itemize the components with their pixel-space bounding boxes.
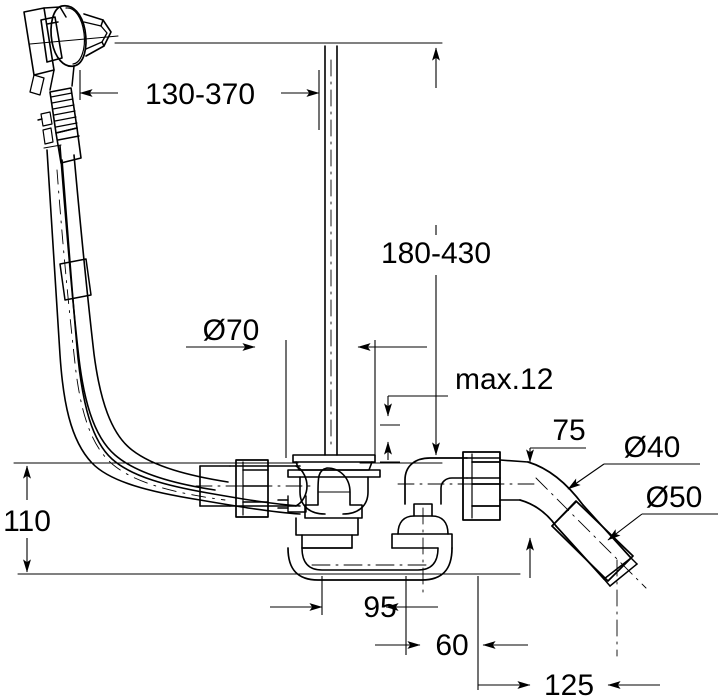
dimension-label-50: Ø50 xyxy=(646,481,703,514)
flexible-bowden-cables xyxy=(43,144,301,515)
dimension-130-370 xyxy=(79,70,320,130)
dimension-label-180-430: 180-430 xyxy=(381,237,491,270)
dimension-label-95: 95 xyxy=(363,591,396,624)
dimension-label-60: 60 xyxy=(435,629,468,662)
waste-body-assembly xyxy=(195,454,381,549)
dimension-60 xyxy=(375,576,528,690)
dimension-label-max12: max.12 xyxy=(455,363,553,396)
overflow-standpipe xyxy=(324,45,338,456)
siphon-trap xyxy=(287,503,453,581)
dimension-label-110: 110 xyxy=(3,505,51,538)
overflow-head-fitting xyxy=(23,4,119,164)
dimension-label-130-370: 130-370 xyxy=(145,78,255,111)
dimension-75 xyxy=(526,447,586,578)
dimension-label-75: 75 xyxy=(552,414,585,447)
dimension-label-70: Ø70 xyxy=(203,314,260,347)
dimension-label-40: Ø40 xyxy=(624,431,681,464)
dimension-95 xyxy=(270,576,438,655)
leader-50 xyxy=(607,513,718,541)
dimension-max12 xyxy=(380,395,448,463)
geometry-group xyxy=(13,4,647,657)
dimension-label-125: 125 xyxy=(544,669,594,699)
reference-lines xyxy=(13,42,521,575)
dimension-70 xyxy=(186,340,427,458)
leader-40 xyxy=(567,463,700,490)
